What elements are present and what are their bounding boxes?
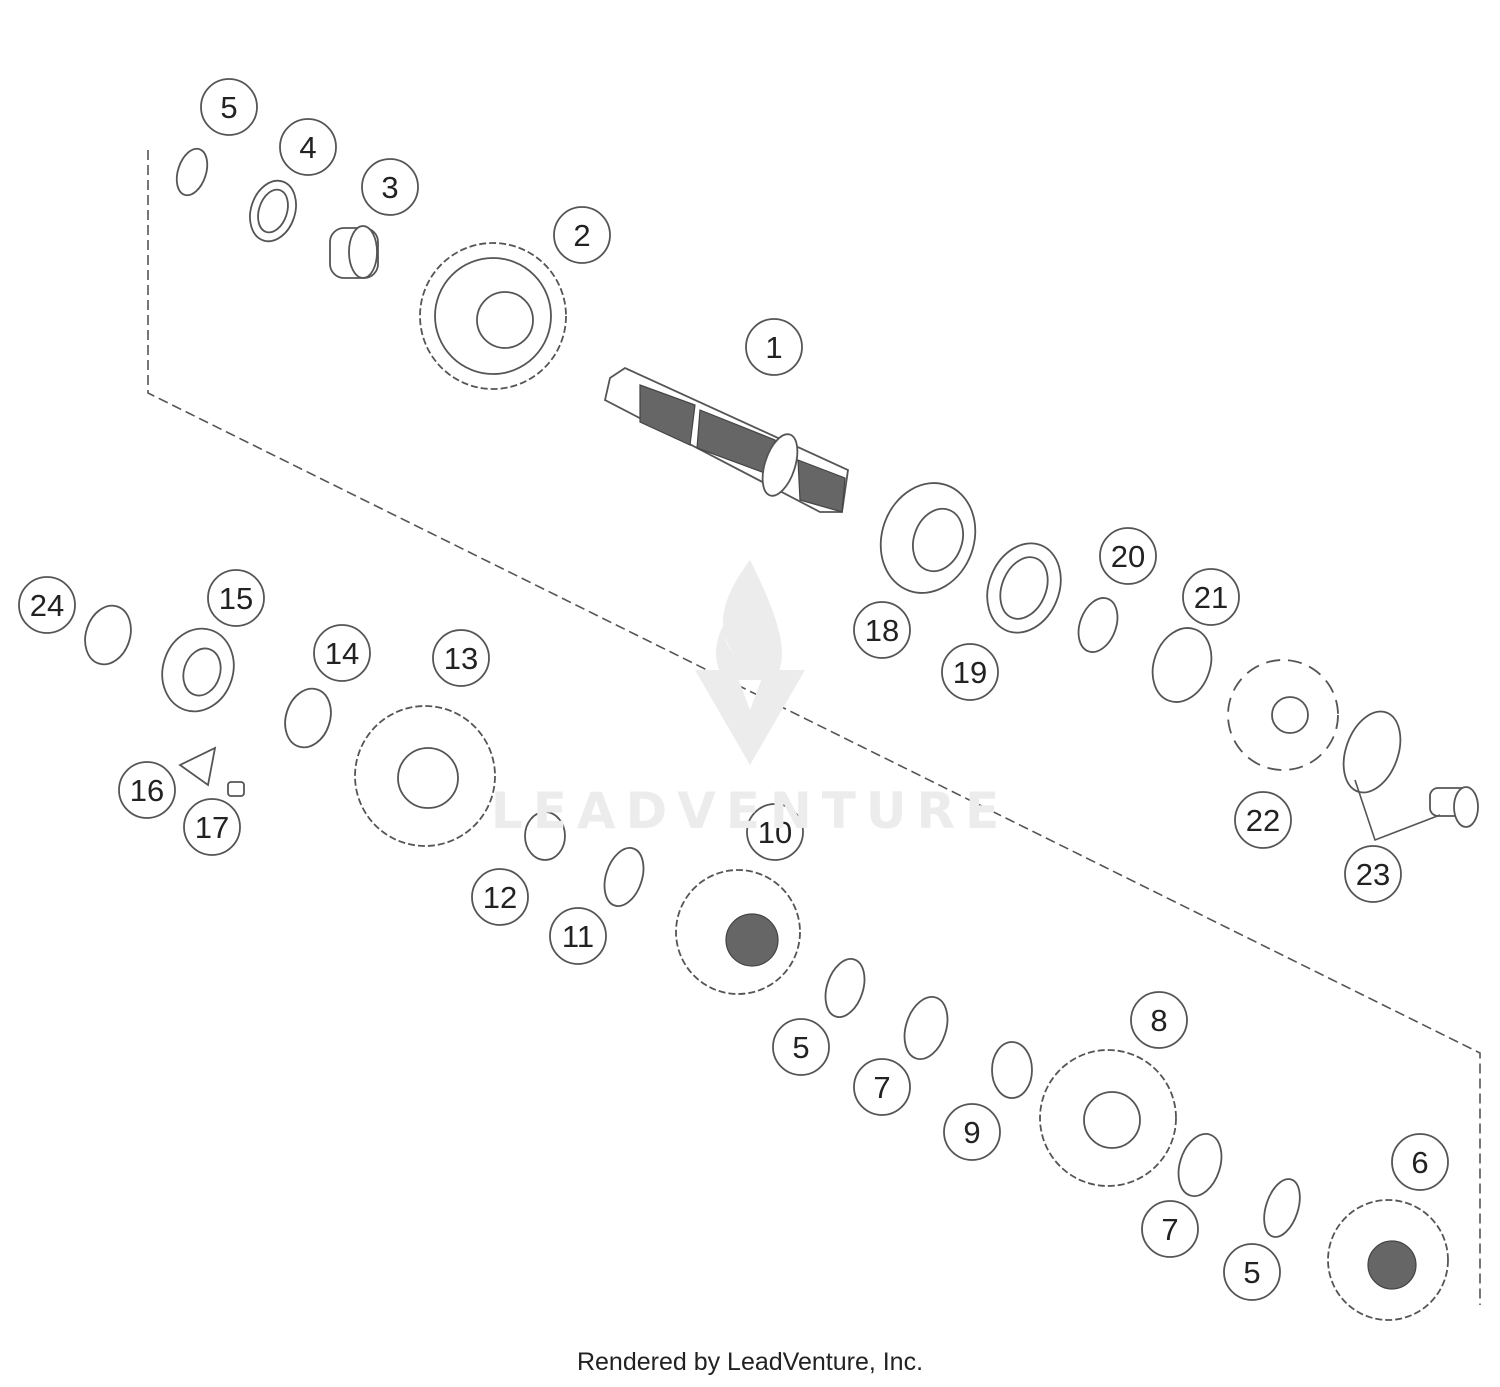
callout-20: 20	[1099, 527, 1157, 585]
svg-text:14: 14	[325, 636, 359, 671]
parts	[84, 147, 1479, 1321]
svg-text:6: 6	[1411, 1145, 1428, 1180]
callout-1: 1	[745, 318, 803, 376]
spacer-part	[1151, 627, 1213, 703]
lock-plate-part	[178, 746, 217, 787]
callout-24: 24	[18, 576, 76, 634]
sprocket-washer-part	[1342, 710, 1402, 794]
main-shaft-part	[603, 366, 849, 513]
svg-text:8: 8	[1150, 1003, 1167, 1038]
callout-5-low: 5	[1223, 1243, 1281, 1301]
callout-7-low: 7	[1141, 1200, 1199, 1258]
thrust-washer-part	[284, 687, 332, 749]
svg-text:2: 2	[573, 218, 590, 253]
svg-text:4: 4	[299, 130, 316, 165]
callout-23: 23	[1344, 845, 1402, 903]
svg-text:18: 18	[865, 613, 899, 648]
callout-9: 9	[943, 1103, 1001, 1161]
o-ring-part	[1077, 597, 1119, 653]
svg-text:7: 7	[873, 1070, 890, 1105]
washer-part-11	[603, 847, 645, 907]
svg-text:11: 11	[562, 919, 594, 954]
svg-text:3: 3	[381, 170, 398, 205]
callout-11: 11	[549, 907, 607, 965]
callout-7-mid: 7	[853, 1058, 911, 1116]
circlip-part	[175, 147, 209, 197]
assembly-frame	[147, 150, 1481, 1305]
svg-text:9: 9	[963, 1115, 980, 1150]
svg-text:17: 17	[195, 810, 229, 845]
svg-text:10: 10	[758, 815, 792, 850]
callout-3: 3	[361, 158, 419, 216]
screw-part	[227, 781, 245, 797]
callout-6: 6	[1391, 1133, 1449, 1191]
svg-text:21: 21	[1194, 580, 1228, 615]
callout-14: 14	[313, 624, 371, 682]
svg-text:19: 19	[953, 655, 987, 690]
svg-text:22: 22	[1246, 803, 1280, 838]
callout-17: 17	[183, 798, 241, 856]
svg-text:12: 12	[483, 880, 517, 915]
callout-5-mid: 5	[772, 1018, 830, 1076]
svg-text:5: 5	[1243, 1255, 1260, 1290]
callout-8: 8	[1130, 991, 1188, 1049]
svg-text:15: 15	[219, 581, 253, 616]
callout-16: 16	[118, 761, 176, 819]
svg-text:5: 5	[220, 90, 237, 125]
callout-5-top: 5	[200, 78, 258, 136]
svg-text:20: 20	[1111, 539, 1145, 574]
circlip-part-lower	[84, 604, 132, 666]
callout-15: 15	[207, 569, 265, 627]
callout-13: 13	[432, 629, 490, 687]
circlip-part-mid	[824, 958, 866, 1018]
washer-part-7a	[903, 996, 949, 1060]
callout-10: 10	[746, 803, 804, 861]
callout-19: 19	[941, 643, 999, 701]
svg-text:5: 5	[792, 1030, 809, 1065]
callout-2: 2	[553, 206, 611, 264]
svg-text:24: 24	[30, 588, 64, 623]
callout-4: 4	[279, 118, 337, 176]
bushing-part-9	[991, 1041, 1033, 1099]
callout-18: 18	[853, 601, 911, 659]
callout-12: 12	[471, 868, 529, 926]
svg-text:13: 13	[444, 641, 478, 676]
callout-21: 21	[1182, 568, 1240, 626]
callout-22: 22	[1234, 791, 1292, 849]
footer-credit: Rendered by LeadVenture, Inc.	[576, 1348, 924, 1376]
svg-text:16: 16	[130, 773, 164, 808]
bushing-part-12	[524, 811, 566, 861]
callouts: 5 4 3 2 1 18 19 20 21 22 23 24 15 14 13 …	[18, 78, 1449, 1301]
svg-text:7: 7	[1161, 1212, 1178, 1247]
circlip-part-low	[1263, 1178, 1301, 1238]
svg-text:1: 1	[765, 330, 782, 365]
washer-part-7b	[1177, 1133, 1223, 1197]
svg-text:23: 23	[1356, 857, 1390, 892]
